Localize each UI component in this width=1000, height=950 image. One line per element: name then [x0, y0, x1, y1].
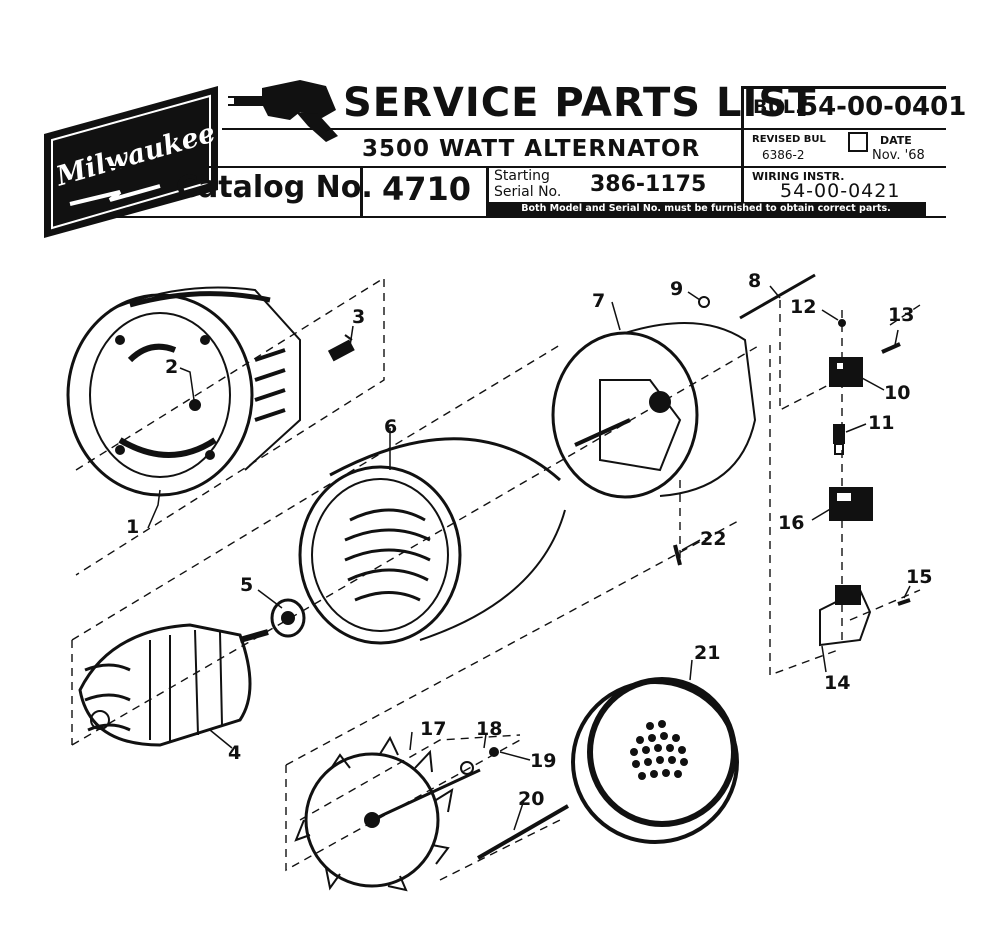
part-4-rotor [78, 623, 269, 747]
part-22-screw [673, 544, 682, 566]
part-9-washer [698, 296, 710, 308]
part-18-nut [460, 761, 474, 775]
part-3-bolt [327, 334, 355, 362]
notice-banner: Both Model and Serial No. must be furnis… [486, 202, 926, 216]
part-5-bearing [270, 598, 306, 638]
callout-19: 19 [530, 750, 557, 772]
page-title: SERVICE PARTS LIST [343, 80, 817, 126]
callout-4: 4 [228, 742, 242, 764]
catalog-value: 4710 [382, 170, 472, 208]
serial-value: 386-1175 [590, 172, 707, 197]
callout-22: 22 [700, 528, 727, 550]
part-10-brush-holder [829, 357, 863, 387]
callout-6: 6 [384, 416, 398, 438]
part-8-thru-bolt [739, 273, 816, 320]
callout-17: 17 [420, 718, 447, 740]
wiring-value: 54-00-0421 [780, 180, 901, 202]
serial-label: Serial No. [494, 184, 562, 200]
part-11-brush [833, 424, 845, 455]
callout-13: 13 [888, 304, 915, 326]
part-7-frame [551, 322, 757, 499]
callout-10: 10 [884, 382, 911, 404]
callout-18: 18 [476, 718, 503, 740]
bul-number: 54-00-0401 [800, 92, 967, 122]
callout-15: 15 [906, 566, 933, 588]
logo-shape [44, 86, 218, 238]
callout-1: 1 [126, 516, 140, 538]
revised-label: REVISED BUL [752, 134, 826, 145]
bul-label: BUL. [753, 96, 803, 118]
date-value: Nov. '68 [872, 148, 925, 163]
part-6-stator [298, 437, 566, 645]
part-19-washer [489, 747, 499, 757]
callout-9: 9 [670, 278, 684, 300]
callout-11: 11 [868, 412, 895, 434]
callout-5: 5 [240, 574, 254, 596]
part-21-end-cover [571, 677, 739, 844]
milwaukee-logo: Milwaukee [40, 82, 222, 242]
starting-label: Starting [494, 168, 550, 184]
part-1-end-bell [66, 286, 301, 497]
date-checkbox [848, 132, 868, 152]
part-13-screw [881, 342, 901, 354]
part-15-screw [897, 598, 911, 606]
callout-14: 14 [824, 672, 851, 694]
catalog-label: Catalog No. [176, 170, 373, 205]
revised-value: 6386-2 [762, 148, 805, 162]
callout-12: 12 [790, 296, 817, 318]
part-12-screw [838, 319, 846, 327]
date-label: DATE [880, 134, 912, 147]
callout-21: 21 [694, 642, 721, 664]
callout-2: 2 [165, 356, 179, 378]
callout-8: 8 [748, 270, 762, 292]
part-16-block [829, 487, 873, 521]
part-14-bracket [819, 585, 872, 647]
part-17-fan [294, 735, 481, 892]
callout-3: 3 [352, 306, 366, 328]
wiring-label: WIRING INSTR. [752, 170, 845, 183]
callout-7: 7 [592, 290, 606, 312]
callout-20: 20 [518, 788, 545, 810]
part-20-stud [476, 804, 570, 860]
callout-16: 16 [778, 512, 805, 534]
subtitle: 3500 WATT ALTERNATOR [362, 136, 701, 162]
